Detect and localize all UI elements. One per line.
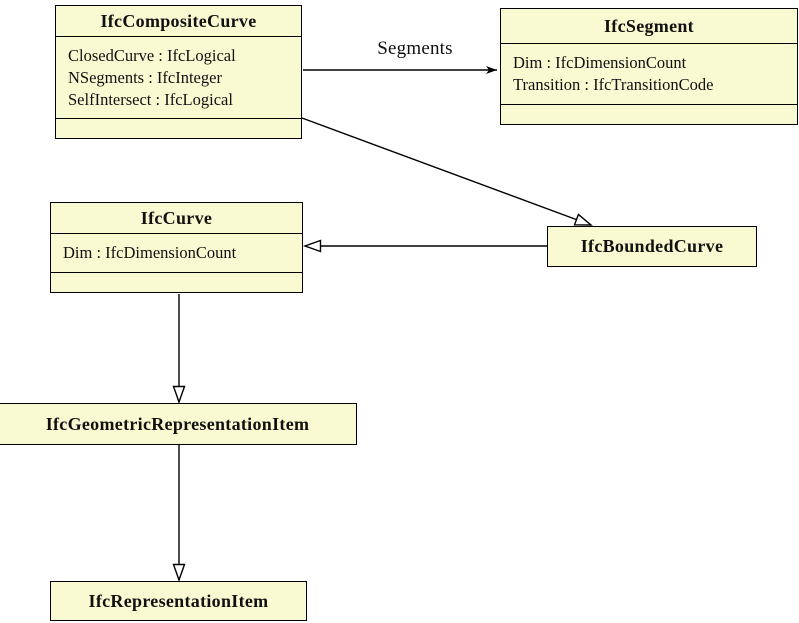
- class-operations-empty: [56, 118, 301, 138]
- class-attributes: ClosedCurve : IfcLogical NSegments : Ifc…: [56, 36, 301, 118]
- class-box-ifc-representation-item: IfcRepresentationItem: [50, 581, 307, 621]
- class-attribute: SelfIntersect : IfcLogical: [68, 89, 233, 109]
- class-box-ifc-curve: IfcCurve Dim : IfcDimensionCount: [50, 202, 303, 293]
- class-attribute: Dim : IfcDimensionCount: [63, 243, 237, 262]
- class-title: IfcRepresentationItem: [88, 590, 269, 611]
- class-attributes: Dim : IfcDimensionCount Transition : Ifc…: [501, 43, 797, 104]
- class-box-ifc-segment: IfcSegment Dim : IfcDimensionCount Trans…: [500, 8, 798, 125]
- class-attributes: Dim : IfcDimensionCount: [51, 233, 302, 272]
- class-title: IfcCompositeCurve: [100, 10, 257, 31]
- class-attribute: Dim : IfcDimensionCount: [513, 53, 687, 72]
- class-operations-empty: [501, 104, 797, 124]
- class-title: IfcBoundedCurve: [580, 236, 724, 256]
- class-box-ifc-composite-curve: IfcCompositeCurve ClosedCurve : IfcLogic…: [55, 5, 302, 139]
- inheritance-edge-compositecurve-boundedcurve: [301, 117, 593, 226]
- class-attribute: ClosedCurve : IfcLogical: [68, 45, 236, 65]
- edge-label-segments: Segments: [377, 38, 453, 59]
- class-operations-empty: [51, 272, 302, 292]
- class-attribute: Transition : IfcTransitionCode: [513, 75, 714, 94]
- class-box-ifc-geometric-representation-item: IfcGeometricRepresentationItem: [0, 403, 357, 445]
- class-box-ifc-bounded-curve: IfcBoundedCurve: [547, 226, 757, 267]
- class-attribute: NSegments : IfcInteger: [68, 67, 222, 87]
- class-title: IfcGeometricRepresentationItem: [45, 413, 310, 434]
- class-title: IfcCurve: [140, 207, 213, 228]
- class-title: IfcSegment: [604, 15, 694, 36]
